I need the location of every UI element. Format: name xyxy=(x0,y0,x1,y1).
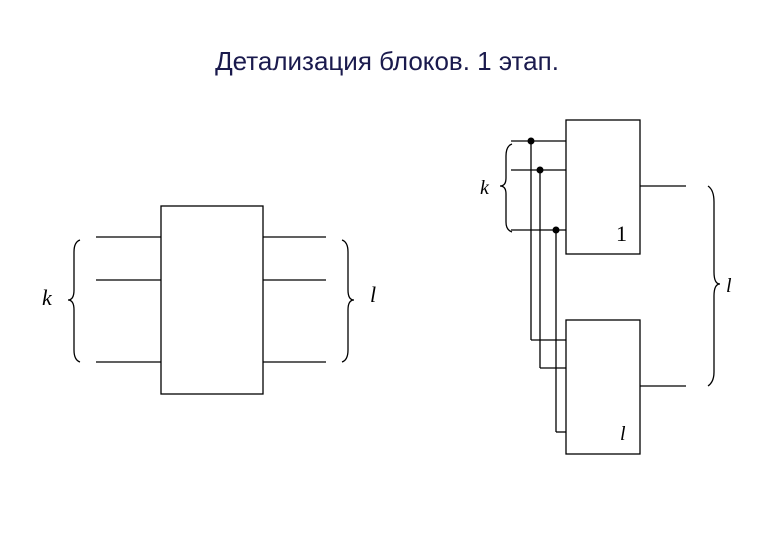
bottom-block-label: l xyxy=(620,423,626,445)
right-input-label: k xyxy=(480,177,490,199)
top-block-label: 1 xyxy=(616,221,627,246)
left-block xyxy=(160,205,264,395)
slide-title-text: Детализация блоков. 1 этап. xyxy=(215,46,559,76)
left-output-brace xyxy=(341,239,355,363)
junction-dot-1 xyxy=(527,137,535,145)
right-input-brace xyxy=(499,143,513,233)
right-output-brace xyxy=(707,185,721,387)
top-block-1 xyxy=(565,119,641,255)
slide-title: Детализация блоков. 1 этап. xyxy=(0,46,780,77)
left-input-brace xyxy=(67,239,81,363)
left-output-label: l xyxy=(370,282,376,307)
junction-dot-3 xyxy=(552,226,560,234)
left-input-label: k xyxy=(42,285,53,310)
bottom-block-l xyxy=(565,319,641,455)
junction-dot-2 xyxy=(536,166,544,174)
right-output-label: l xyxy=(726,275,732,297)
